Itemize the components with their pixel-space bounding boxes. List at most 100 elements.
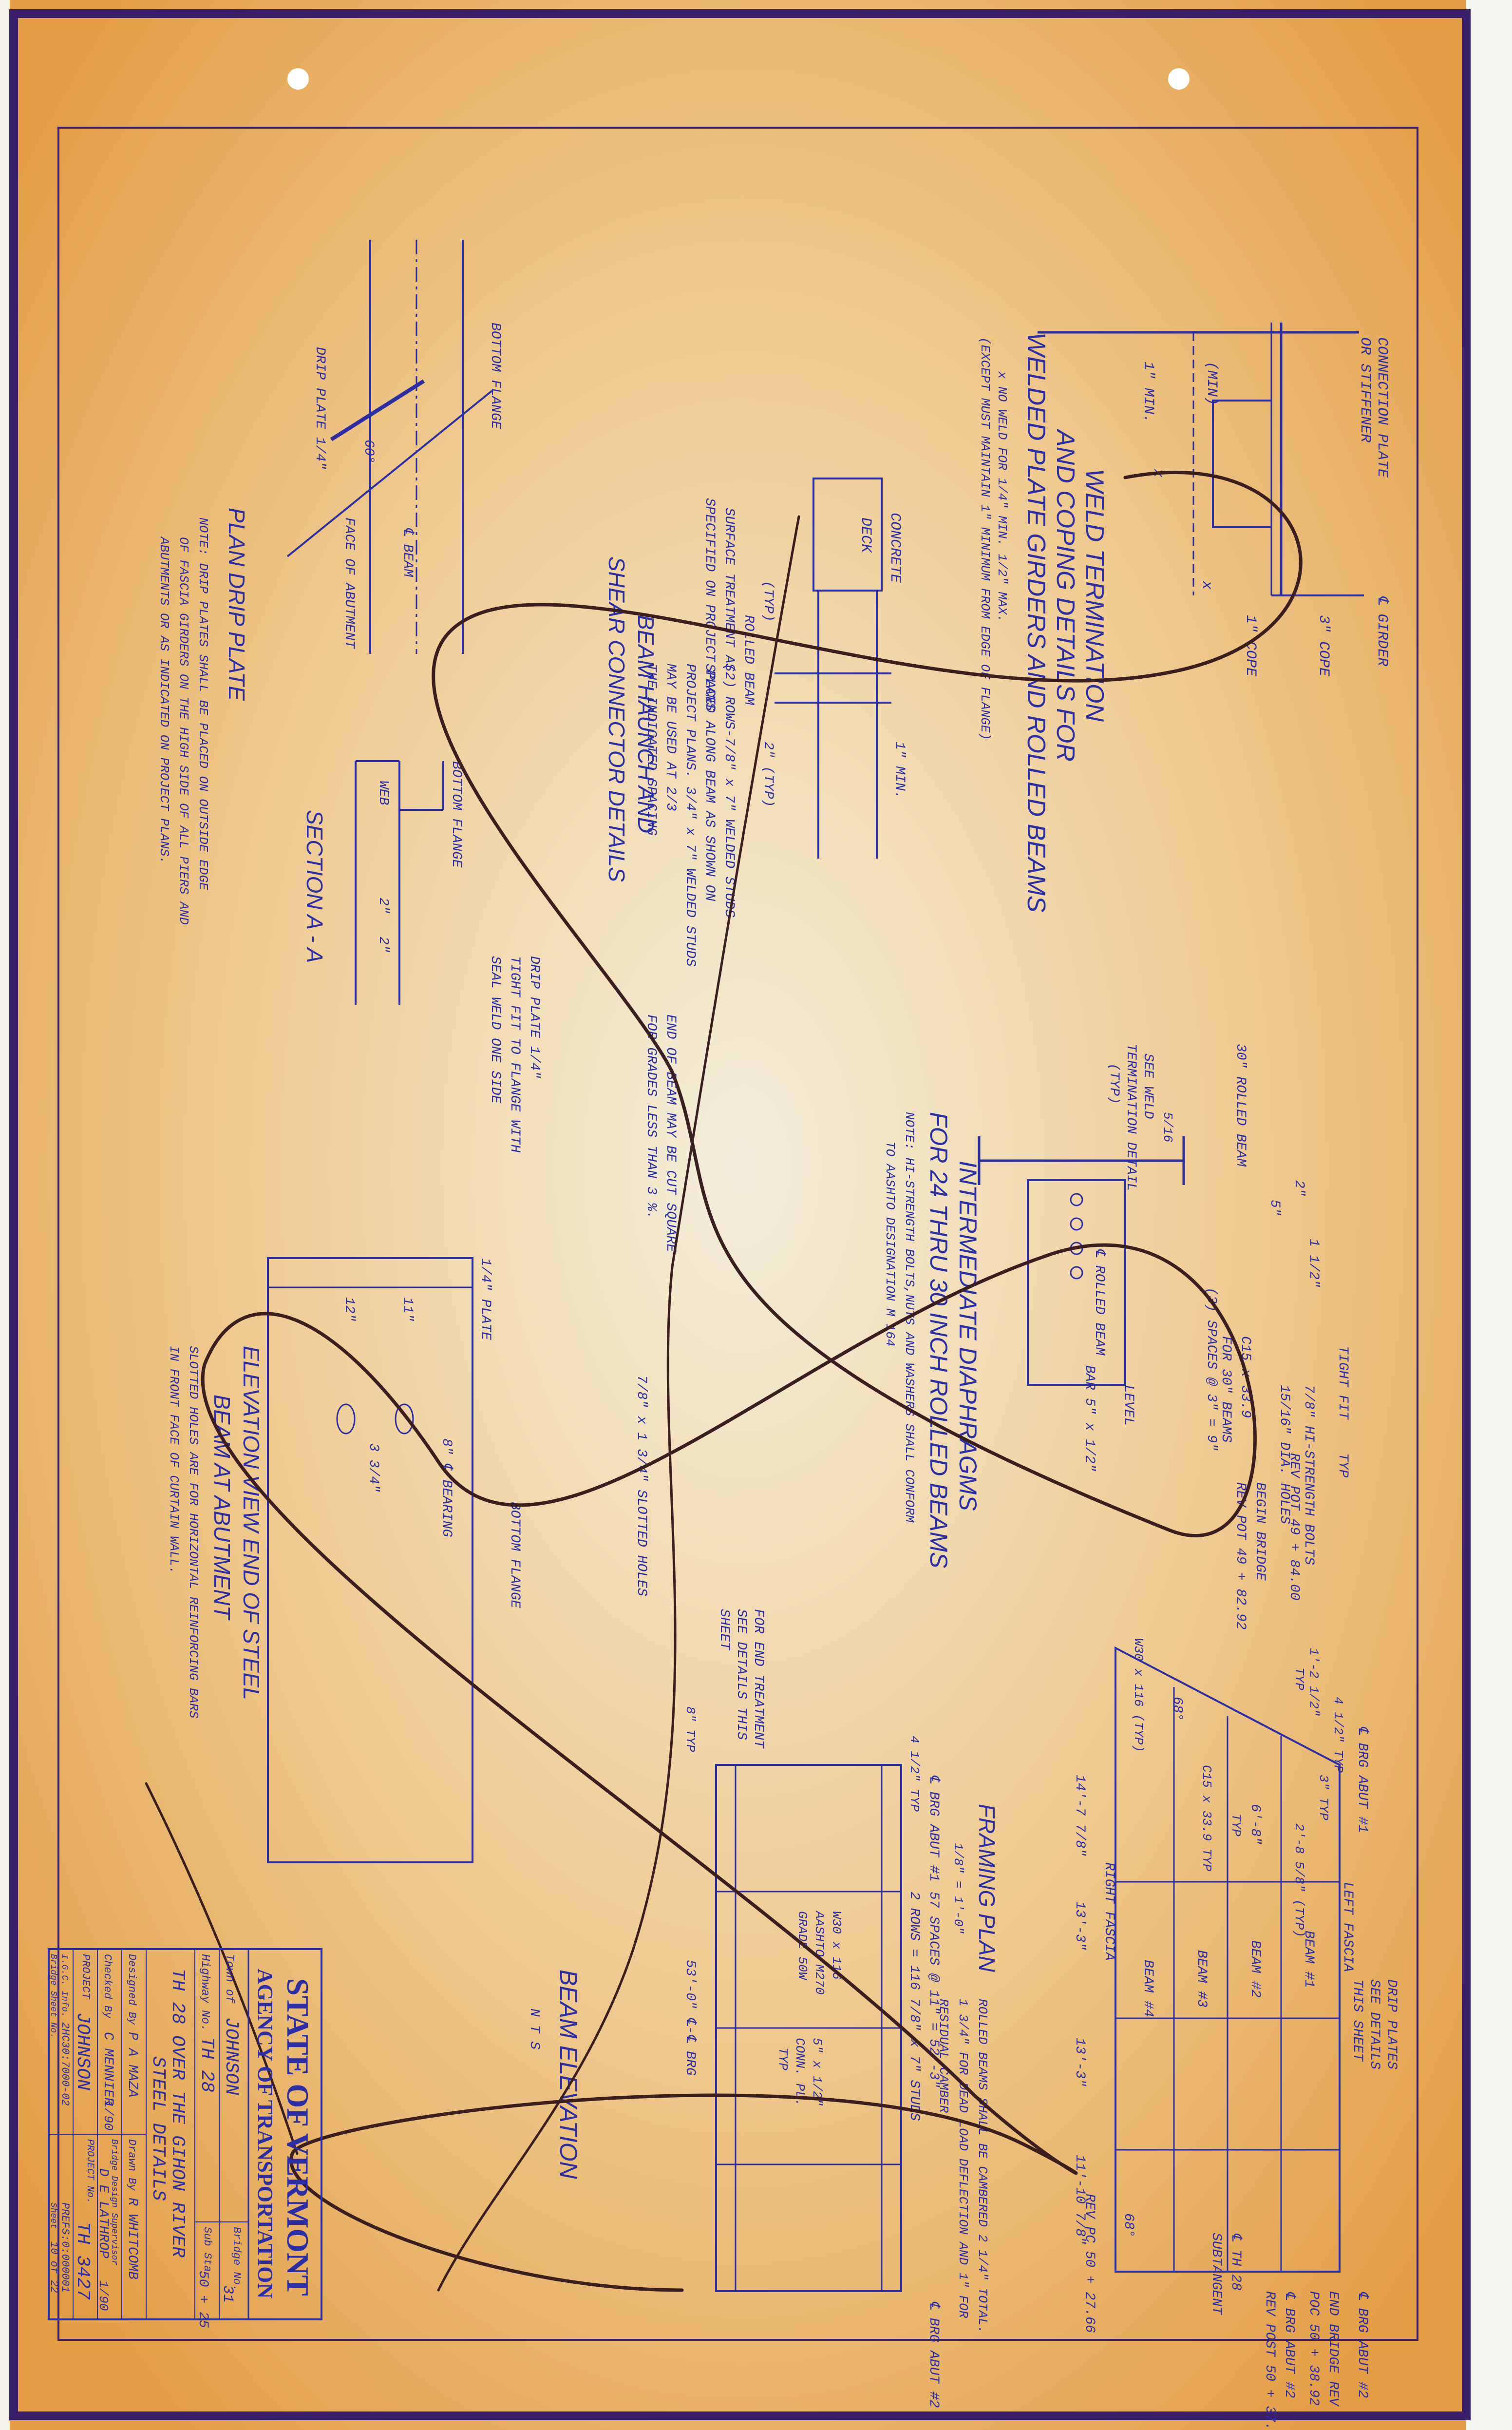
rev-pot-label: REV POT 49 + 84.00 bbox=[1286, 1453, 1302, 1600]
w30-label: W30 x 116 (TYP) bbox=[1131, 1638, 1146, 1752]
dim-label: 13'-3" bbox=[1072, 1901, 1087, 1951]
dim-label: 2'-8 5/8" (TYP) bbox=[1292, 1823, 1306, 1937]
typ-label: 4 1/2" TYP bbox=[907, 1736, 922, 1812]
typ-label: TYP bbox=[1335, 1453, 1350, 1478]
drawn-label: Drawn By bbox=[126, 2139, 138, 2191]
drip-note: OF FASCIA GIRDERS ON THE HIGH SIDE OF AL… bbox=[176, 537, 191, 925]
highway-label: Highway No. bbox=[198, 1954, 211, 2031]
dim-label: 11" bbox=[400, 1297, 415, 1321]
bridge-no-label: Bridge No. bbox=[230, 2227, 243, 2291]
studs-note: THE INDICATED SPACING bbox=[643, 664, 659, 836]
channel-label: FOR 30" BEAMS bbox=[1218, 1336, 1233, 1443]
title-block: STATE OF VERMONT AGENCY OF TRANSPORTATIO… bbox=[48, 1948, 322, 2328]
date-value: 1/90 bbox=[101, 2100, 115, 2130]
dim-label: 5" bbox=[1267, 1200, 1282, 1216]
weld-note: x NO WELD FOR 1/4" MIN. 1/2" MAX. bbox=[995, 371, 1009, 622]
sheet-border-outer bbox=[9, 9, 1471, 2420]
bridge-sheet-label: Bridge Sheet No. bbox=[48, 1954, 58, 2038]
drip-plate-label: DRIP PLATE 1/4" bbox=[527, 956, 542, 1079]
drip-plates-label: DRIP PLATES bbox=[1384, 1979, 1399, 2069]
igc-value: 2HC30:7000-02 bbox=[59, 2022, 71, 2106]
rolled-beam-label: ROLLED BEAM bbox=[741, 615, 756, 706]
end-note: END OF BEAM MAY BE CUT SQUARE bbox=[663, 1014, 678, 1252]
camber-note: 1 3/4" FOR DEAD LOAD DEFLECTION AND 1" F… bbox=[956, 1999, 970, 2318]
fascia-label: LEFT FASCIA bbox=[1340, 1882, 1355, 1972]
framing-scale: 1/8" = 1'-0" bbox=[951, 1843, 965, 1934]
beam-label: BEAM #1 bbox=[1301, 1931, 1316, 1988]
section-title: SECTION A - A bbox=[302, 810, 327, 963]
cope-label: 3" COPE bbox=[1315, 615, 1332, 677]
weld-note: (EXCEPT MUST MAINTAIN 1" MINIMUM FROM ED… bbox=[978, 337, 992, 740]
designed-value: P A MAZA bbox=[125, 2032, 140, 2097]
drip-plates-label: THIS SHEET bbox=[1350, 1979, 1365, 2062]
see-weld-label: SEE WELD bbox=[1140, 1053, 1155, 1119]
bottom-flange-label: BOTTOM FLANGE bbox=[488, 323, 503, 429]
dim-label: 12" bbox=[341, 1297, 357, 1321]
plate-label: 1/4" PLATE bbox=[478, 1258, 493, 1340]
brg-abut-label: ℄ BRG ABUT #2 bbox=[1355, 2291, 1370, 2398]
deck-label: DECK bbox=[857, 517, 874, 554]
stiffener-label: OR STIFFENER bbox=[1357, 337, 1373, 442]
brg-abut-label: ℄ BRG ABUT #1 bbox=[1355, 1726, 1370, 1833]
punch-hole bbox=[1168, 68, 1190, 90]
min-label: 1" MIN. bbox=[892, 742, 907, 799]
tight-fit-label: TIGHT FIT bbox=[1335, 1346, 1350, 1420]
town-value: JOHNSON bbox=[221, 2017, 242, 2095]
end-treatment-label: FOR END TREATMENT bbox=[751, 1609, 766, 1749]
drawn-value: R WHITCOMB bbox=[125, 2198, 140, 2279]
sheet-label: Sheet bbox=[48, 2202, 58, 2229]
framing-plan: ℄ BRG ABUT #1 REV POT 49 + 84.00 BEGIN B… bbox=[936, 1453, 1399, 2430]
drip-plate-label: SEAL WELD ONE SIDE bbox=[488, 956, 503, 1104]
beam-elevation: ℄ BRG ABUT #1 ℄ BRG ABUT #2 FOR END TREA… bbox=[527, 1609, 941, 2408]
dim-label: 8" bbox=[439, 1438, 454, 1455]
dim-label: 4 1/2" TYP bbox=[1331, 1697, 1345, 1773]
beam-elevation-title: BEAM ELEVATION bbox=[555, 1970, 582, 2180]
elevation-title: ELEVATION VIEW END OF STEEL bbox=[239, 1346, 264, 1700]
angle-label: 60° bbox=[361, 440, 376, 464]
brg-abut-label: ℄ BRG ABUT #2 bbox=[1282, 2291, 1297, 2398]
nts-label: N T S bbox=[527, 2009, 542, 2049]
weld-title: WELDED PLATE GIRDERS AND ROLLED BEAMS bbox=[1022, 332, 1050, 913]
bolts-label: 7/8" HI-STRENGTH BOLTS bbox=[1301, 1385, 1316, 1565]
two-typ-label: 2" (TYP) bbox=[760, 742, 775, 807]
angle-label: 68° bbox=[1170, 1697, 1185, 1721]
dim-label: 13'-3" bbox=[1072, 2038, 1087, 2087]
subtangent-label: SUBTANGENT bbox=[1209, 2233, 1224, 2315]
min-label: 1" MIN. bbox=[1140, 362, 1156, 423]
end-note: FOR GRADES LESS THAN 3 %. bbox=[643, 1014, 659, 1219]
beam-label: BEAM #4 bbox=[1140, 1960, 1155, 2017]
end-treatment-label: SHEET bbox=[717, 1609, 732, 1650]
section-aa: BOTTOM FLANGE WEB 2" 2" DRIP PLATE 1/4" … bbox=[302, 760, 542, 1152]
igc-label: I.G.C. Info. bbox=[59, 1954, 69, 2017]
studs-note: MAY BE USED AT 2/3 bbox=[663, 664, 678, 811]
framing-title: FRAMING PLAN bbox=[974, 1804, 1000, 1972]
project-no-label: PROJECT No. bbox=[84, 2139, 95, 2203]
elevation-end-of-steel: END OF BEAM MAY BE CUT SQUARE FOR GRADES… bbox=[167, 1014, 678, 1863]
beam-label: BEAM #2 bbox=[1247, 1940, 1263, 1998]
sub-sta-value: 50 + 25 bbox=[195, 2271, 210, 2328]
studs-note: PROJECT PLANS. 3/4" x 7" WELDED STUDS bbox=[682, 664, 698, 967]
sheet-border-inner bbox=[57, 127, 1418, 2341]
brg-abut-label: ℄ BRG ABUT #2 bbox=[926, 2301, 941, 2408]
end-bridge-label: END BRIDGE REV bbox=[1325, 2291, 1341, 2407]
connection-plate-label: CONNECTION PLATE bbox=[1374, 337, 1390, 478]
pen-scribble bbox=[437, 515, 800, 2292]
conn-label: 5" x 1/2" bbox=[810, 2038, 824, 2106]
bearing-label: ℄ BEARING bbox=[439, 1463, 454, 1537]
slot-note: SLOTTED HOLES ARE FOR HORIZONTAL REINFOR… bbox=[186, 1346, 201, 1719]
see-weld-label: (TYP) bbox=[1106, 1063, 1121, 1104]
face-of-abutment-label: FACE OF ABUTMENT bbox=[341, 517, 357, 649]
diaphragm-note: TO AASHTO DESIGNATION M 164 bbox=[883, 1141, 897, 1346]
dim-label: 3" TYP bbox=[1316, 1775, 1331, 1820]
end-treatment-label: SEE DETAILS THIS bbox=[734, 1609, 749, 1740]
dim-label: 11'-10 7/8" bbox=[1072, 2155, 1087, 2245]
pen-scribble bbox=[145, 1782, 299, 2155]
studs-label: 2 ROWS = 116 7/8" x 7" STUDS bbox=[907, 1892, 922, 2121]
holes-label: 15/16" DIA. HOLES bbox=[1277, 1385, 1292, 1524]
min-label: (MIN) bbox=[1203, 362, 1220, 405]
supervisor-value: D E LATHROP bbox=[95, 2168, 111, 2258]
bottom-flange-label: BOTTOM FLANGE bbox=[507, 1502, 522, 1608]
drip-plate-label: DRIP PLATE 1/4" bbox=[312, 347, 327, 470]
checked-label: Checked By bbox=[101, 1954, 113, 2019]
